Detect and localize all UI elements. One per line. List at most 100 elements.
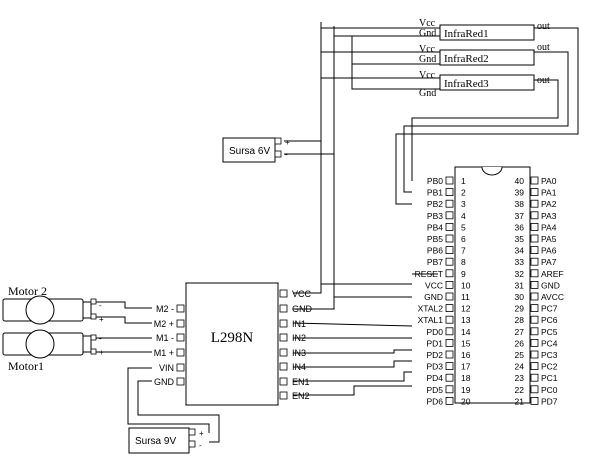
mcu-pin-number: 18	[461, 373, 471, 383]
mcu-pin-name: PC3	[541, 350, 558, 360]
mcu-pin-name: PD2	[426, 350, 443, 360]
motor-1: - + Motor1	[2, 329, 104, 373]
out-label: out	[537, 21, 550, 32]
mcu-pin-name: PB1	[427, 188, 443, 198]
mcu-pin-number: 6	[461, 234, 466, 244]
mcu-pin-pad	[530, 362, 539, 371]
mcu-pin-left: PD4 18	[426, 373, 470, 383]
infrared-sensor: InfraRed3 Vcc Gnd out	[419, 70, 550, 99]
mcu-pin-name: XTAL1	[418, 315, 444, 325]
mcu-pin-number: 25	[515, 350, 525, 360]
l298n-pin-pad	[279, 304, 288, 313]
l298n-pin-pad	[279, 348, 288, 357]
mcu-pin-number: 38	[515, 199, 525, 209]
l298n-pin-pad	[279, 391, 288, 400]
mcu-pin-pad	[530, 338, 539, 347]
mcu-pin-pad	[445, 327, 454, 336]
mcu-pin-pad	[445, 188, 454, 197]
mcu-pin-number: 20	[461, 396, 471, 406]
l298n-pin-pad	[176, 333, 185, 342]
mcu-pin-number: 34	[515, 246, 525, 256]
mcu-pin-number: 15	[461, 338, 471, 348]
supply-9v-body	[128, 427, 190, 454]
motor-1-rotor	[25, 329, 55, 359]
mcu-pin-pad	[530, 234, 539, 243]
mcu-pin-number: 2	[461, 188, 466, 198]
gnd-label: Gnd	[419, 28, 436, 39]
l298n-driver: L298N M2 - M2 + M1 - M1 + VIN GND VCC	[154, 282, 313, 406]
sensor-body	[439, 49, 535, 66]
mcu-pin-name: PC2	[541, 362, 558, 372]
mcu-pin-name: PB3	[427, 211, 443, 221]
mcu-pin-number: 33	[515, 257, 525, 267]
mcu-pin-name: AREF	[541, 269, 564, 279]
mcu-pin-name: XTAL2	[418, 304, 444, 314]
mcu-pin-number: 19	[461, 385, 471, 395]
mcu-pin-name: PD7	[541, 396, 558, 406]
mcu-pin-name: PD4	[426, 373, 443, 383]
mcu-pin-number: 36	[515, 222, 525, 232]
supply-6v-minus-terminal	[274, 150, 282, 158]
motor-1-plus-sign: +	[99, 348, 104, 357]
mcu-pin-number: 39	[515, 188, 525, 198]
mcu-pin-name: PC5	[541, 327, 558, 337]
mcu-pin-number: 31	[515, 280, 525, 290]
mcu-pin-name: PB0	[427, 176, 443, 186]
mcu-pin-number: 32	[515, 269, 525, 279]
motor-1-minus-sign: -	[99, 334, 102, 343]
mcu-pin-pad	[445, 280, 454, 289]
mcu-pin-pad	[530, 269, 539, 278]
l298n-pin-pad	[279, 377, 288, 386]
mcu-pin-name: GND	[424, 292, 443, 302]
motor-1-connector	[82, 335, 92, 353]
mcu-pin-pad	[530, 211, 539, 220]
sensor-body	[439, 24, 535, 41]
mcu-pin-number: 37	[515, 211, 525, 221]
mcu-pin-right: 36 PA4	[515, 222, 557, 232]
mcu-pin-pad	[530, 246, 539, 255]
l298n-pin-in1: IN1	[292, 319, 306, 329]
mcu-pin-pad	[530, 176, 539, 185]
l298n-pin-vcc: VCC	[292, 289, 312, 299]
motor-2-plus-sign: +	[99, 315, 104, 324]
mcu-pin-number: 22	[515, 385, 525, 395]
mcu-pin-name: PA6	[541, 246, 557, 256]
l298n-body	[185, 282, 279, 406]
mcu-pin-pad	[445, 199, 454, 208]
mcu-pin-pad	[530, 199, 539, 208]
sensor-label: InfraRed3	[444, 78, 489, 90]
l298n-pin-gnd-right: GND	[292, 304, 313, 314]
l298n-pin-pad	[176, 304, 185, 313]
mcu-pin-name: PD0	[426, 327, 443, 337]
infrared-sensor: InfraRed1 Vcc Gnd out	[419, 18, 550, 41]
supply-9v-label: Sursa 9V	[135, 436, 176, 447]
wires	[96, 22, 579, 443]
mcu-pin-pad	[530, 327, 539, 336]
mcu-pin-number: 40	[515, 176, 525, 186]
l298n-pin-pad	[176, 348, 185, 357]
vcc-label: Vcc	[419, 18, 436, 29]
mcu-pin-number: 7	[461, 246, 466, 256]
sensor-label: InfraRed1	[444, 28, 489, 40]
mcu-pin-pad	[445, 211, 454, 220]
l298n-right-pins: VCC GND IN1 IN2 IN3 IN4 EN1 EN2	[279, 289, 313, 401]
motor-1-label: Motor1	[8, 359, 44, 373]
out-label: out	[537, 42, 550, 53]
l298n-pin-pad	[279, 333, 288, 342]
mcu-pin-name: PA4	[541, 222, 557, 232]
